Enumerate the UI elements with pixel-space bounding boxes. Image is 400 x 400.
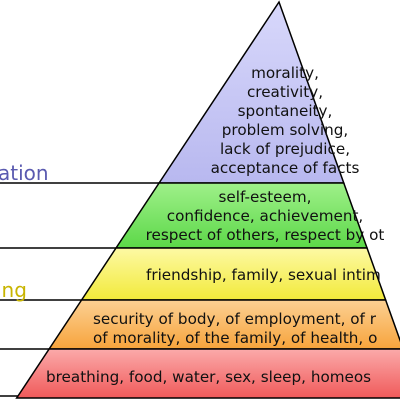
tier-line: breathing, food, water, sex, sleep, home… (46, 368, 372, 386)
tier-line: acceptance of facts (210, 159, 360, 177)
tier-line: lack of prejudice, (219, 140, 351, 158)
tier-line: problem solving, (221, 121, 349, 139)
side-label-self-actualization: ation (0, 161, 49, 185)
tier-line: respect of others, respect by ot (145, 226, 385, 244)
tier-text-physiological: breathing, food, water, sex, sleep, home… (46, 368, 371, 387)
tier-line: confidence, achievement, (166, 207, 364, 225)
tier-line: morality, (251, 64, 319, 82)
tier-text-safety: security of body, of employment, of r of… (93, 310, 377, 348)
tier-text-esteem: self-esteem, confidence, achievement, re… (115, 188, 400, 245)
tier-line: spontaneity, (237, 102, 333, 120)
side-label-love-belonging: ing (0, 278, 27, 302)
tier-text-love-belonging: friendship, family, sexual intim (146, 266, 381, 285)
tier-line: of morality, of the family, of health, o (93, 329, 378, 347)
tier-line: friendship, family, sexual intim (146, 266, 381, 284)
tier-text-self-actualization: morality, creativity, spontaneity, probl… (190, 64, 380, 178)
tier-line: creativity, (246, 83, 324, 101)
tier-safety (47, 299, 400, 350)
tier-line: security of body, of employment, of r (93, 310, 376, 328)
tier-physiological (15, 348, 400, 399)
tier-line: self-esteem, (218, 188, 312, 206)
